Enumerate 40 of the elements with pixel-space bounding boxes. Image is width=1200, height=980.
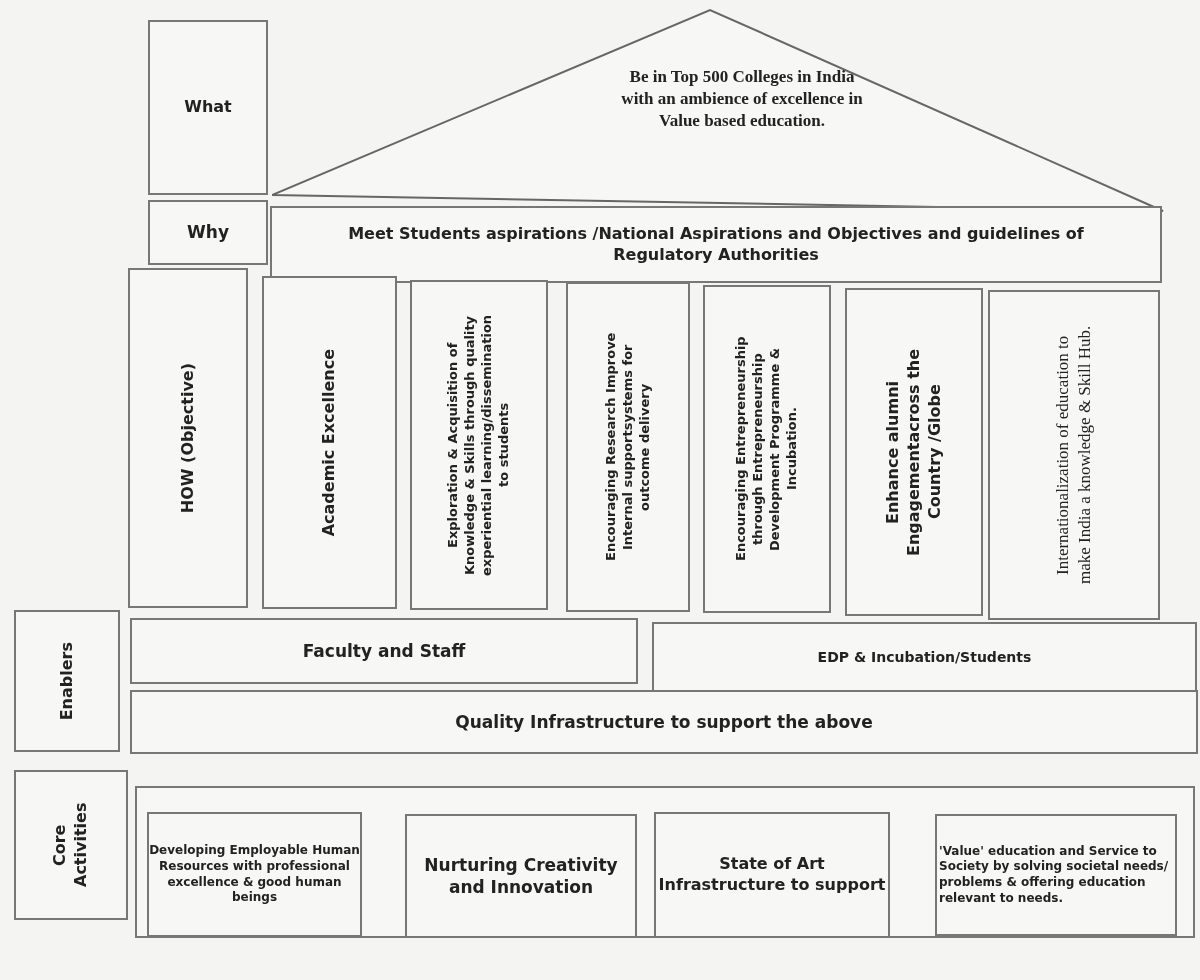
activities-panel	[135, 786, 1195, 938]
pillar-text: Internationalization of education to make India a knowledge & Skill Hub.	[1051, 324, 1095, 587]
enabler-box	[130, 618, 638, 684]
activity-box	[405, 814, 637, 938]
section-label: Core Activities	[50, 801, 91, 890]
enabler-text: Faculty and Staff	[302, 639, 466, 663]
goal-statement: Be in Top 500 Colleges in India with an ambience of excellence in Value based education.	[620, 66, 864, 133]
pillar-box	[845, 288, 983, 616]
section-label: Enablers	[56, 641, 77, 721]
pillar-text: Enhance alumni Engagementacross the Country /Globe	[882, 347, 945, 558]
activity-text: State of Art Infrastructure to support	[657, 854, 887, 896]
pillar-box	[988, 290, 1160, 620]
enabler-text: Quality Infrastructure to support the above	[455, 710, 873, 734]
activity-box	[935, 814, 1177, 936]
purpose-box	[270, 206, 1162, 283]
activity-text: Nurturing Creativity and Innovation	[423, 853, 619, 899]
pillar-text: Academic Excellence	[319, 348, 340, 537]
pillar-box	[262, 276, 397, 609]
pillar-box	[703, 285, 831, 613]
purpose-text: Meet Students aspirations /National Aspirations and Objectives and guidelines of Regulatory Authorities	[347, 223, 1085, 266]
why-box	[148, 200, 268, 265]
activity-box	[654, 812, 890, 938]
heading-label: Why	[187, 221, 229, 244]
pillar-box	[410, 280, 548, 610]
enabler-box	[652, 622, 1197, 692]
pillar-text: Encouraging Entrepreneurship through Entrepreneurship Development Programme & Incubation.	[733, 335, 800, 564]
what-box	[148, 20, 268, 195]
heading-label: HOW (Objective)	[177, 362, 198, 514]
pillar-text: Exploration & Acquisition of Knowledge & Skills through quality experiential learning/dissemination to students	[445, 313, 512, 578]
pillar-box	[566, 282, 690, 612]
objective-box	[128, 268, 248, 608]
activity-text: 'Value' education and Service to Society by solving societal needs/ problems & offering education relevant to needs.	[938, 843, 1170, 907]
enabler-text: EDP & Incubation/Students	[817, 647, 1032, 667]
section-box	[14, 770, 128, 920]
enabler-box	[130, 690, 1198, 754]
section-box	[14, 610, 120, 752]
heading-label: What	[184, 97, 232, 118]
pillar-text: Encouraging Research Improve Internal supportsystems for outcome delivery	[602, 331, 653, 564]
activity-box	[147, 812, 362, 937]
activity-text: Developing Employable Human Resources with professional excellence & good human beings	[149, 843, 360, 906]
